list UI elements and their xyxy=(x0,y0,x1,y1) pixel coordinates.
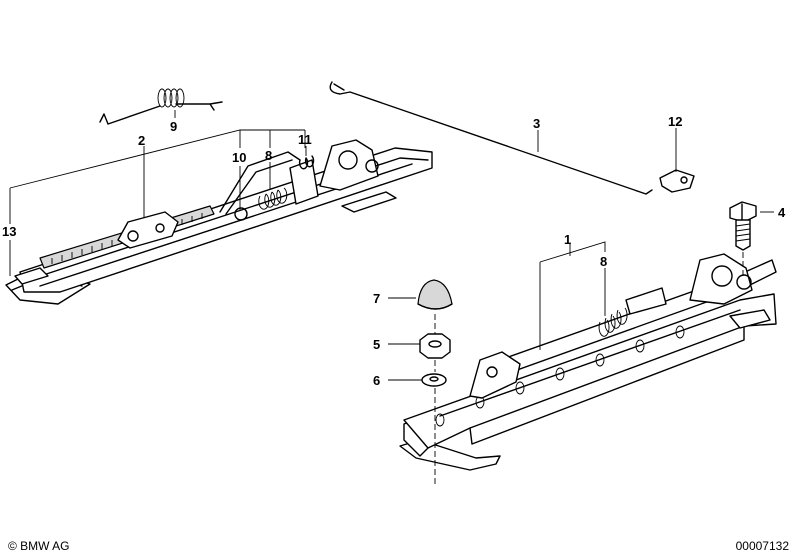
callout-5: 5 xyxy=(373,337,380,352)
callout-3: 3 xyxy=(533,116,540,131)
leader-lines xyxy=(9,110,774,381)
clip-12 xyxy=(659,169,695,193)
torsion-spring-9 xyxy=(99,88,223,125)
callout-8-right: 8 xyxy=(600,254,607,269)
callout-2: 2 xyxy=(138,133,145,148)
callout-8-left: 8 xyxy=(265,148,272,163)
rubber-cap-7 xyxy=(417,279,453,310)
callout-4: 4 xyxy=(778,205,786,220)
hex-bolt-4 xyxy=(729,201,757,251)
callout-6: 6 xyxy=(373,373,380,388)
washer-6 xyxy=(421,373,447,387)
connecting-rod-3 xyxy=(329,81,653,195)
right-seat-rail xyxy=(399,253,777,471)
document-number: 00007132 xyxy=(735,539,789,553)
copyright-text: © BMW AG xyxy=(8,539,70,553)
callouts: 1 2 3 4 5 6 7 8 8 9 10 11 12 13 xyxy=(2,114,786,388)
callout-1: 1 xyxy=(564,232,571,247)
callout-12: 12 xyxy=(668,114,682,129)
hex-nut-5 xyxy=(419,333,451,359)
callout-9: 9 xyxy=(170,119,177,134)
callout-10: 10 xyxy=(232,150,246,165)
left-seat-rail xyxy=(5,139,433,305)
callout-7: 7 xyxy=(373,291,380,306)
callout-13: 13 xyxy=(2,224,16,239)
callout-11: 11 xyxy=(298,132,312,147)
